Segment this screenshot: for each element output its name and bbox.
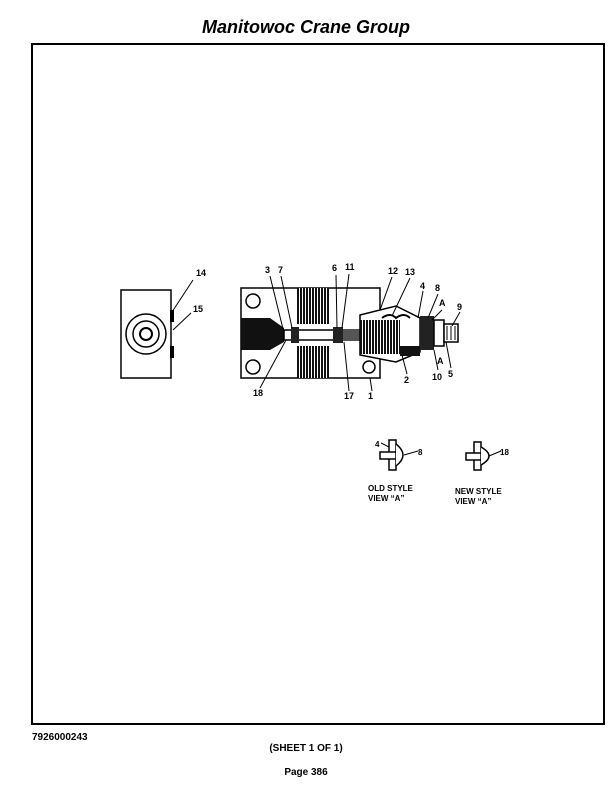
view-a-new-callout-18: 18 bbox=[500, 448, 509, 457]
valve-body-section bbox=[240, 273, 461, 392]
view-a-old-caption-2: VIEW “A” bbox=[368, 494, 404, 503]
callout-14: 14 bbox=[196, 268, 206, 278]
callout-5: 5 bbox=[448, 369, 453, 379]
callout-15: 15 bbox=[193, 304, 203, 314]
view-a-old-style: 4 8 OLD STYLE VIEW “A” bbox=[368, 439, 423, 503]
callout-17: 17 bbox=[344, 391, 354, 401]
view-a-old-callout-4: 4 bbox=[375, 440, 380, 449]
callout-1: 1 bbox=[368, 391, 373, 401]
part-number: 7926000243 bbox=[32, 732, 88, 743]
callout-12: 12 bbox=[388, 266, 398, 276]
end-view-block bbox=[120, 279, 194, 379]
callout-10: 10 bbox=[432, 372, 442, 382]
page-title: Manitowoc Crane Group bbox=[201, 17, 410, 37]
callout-a-bottom: A bbox=[437, 356, 444, 366]
sheet-indicator: (SHEET 1 OF 1) bbox=[269, 743, 343, 754]
callout-6: 6 bbox=[332, 263, 337, 273]
view-a-new-caption-2: VIEW “A” bbox=[455, 497, 491, 506]
callout-3: 3 bbox=[265, 265, 270, 275]
page-number: Page 386 bbox=[284, 767, 328, 778]
callout-9: 9 bbox=[457, 302, 462, 312]
view-a-old-caption-1: OLD STYLE bbox=[368, 484, 414, 493]
view-a-old-callout-8: 8 bbox=[418, 448, 423, 457]
callout-8: 8 bbox=[435, 283, 440, 293]
callout-13: 13 bbox=[405, 267, 415, 277]
view-a-new-caption-1: NEW STYLE bbox=[455, 487, 502, 496]
drawing-frame bbox=[31, 43, 605, 725]
callout-a-top: A bbox=[439, 298, 446, 308]
callout-18: 18 bbox=[253, 388, 263, 398]
callout-2: 2 bbox=[404, 375, 409, 385]
callout-7: 7 bbox=[278, 265, 283, 275]
callout-11: 11 bbox=[345, 262, 355, 272]
view-a-new-style: 18 NEW STYLE VIEW “A” bbox=[455, 441, 509, 506]
callout-4: 4 bbox=[420, 281, 425, 291]
